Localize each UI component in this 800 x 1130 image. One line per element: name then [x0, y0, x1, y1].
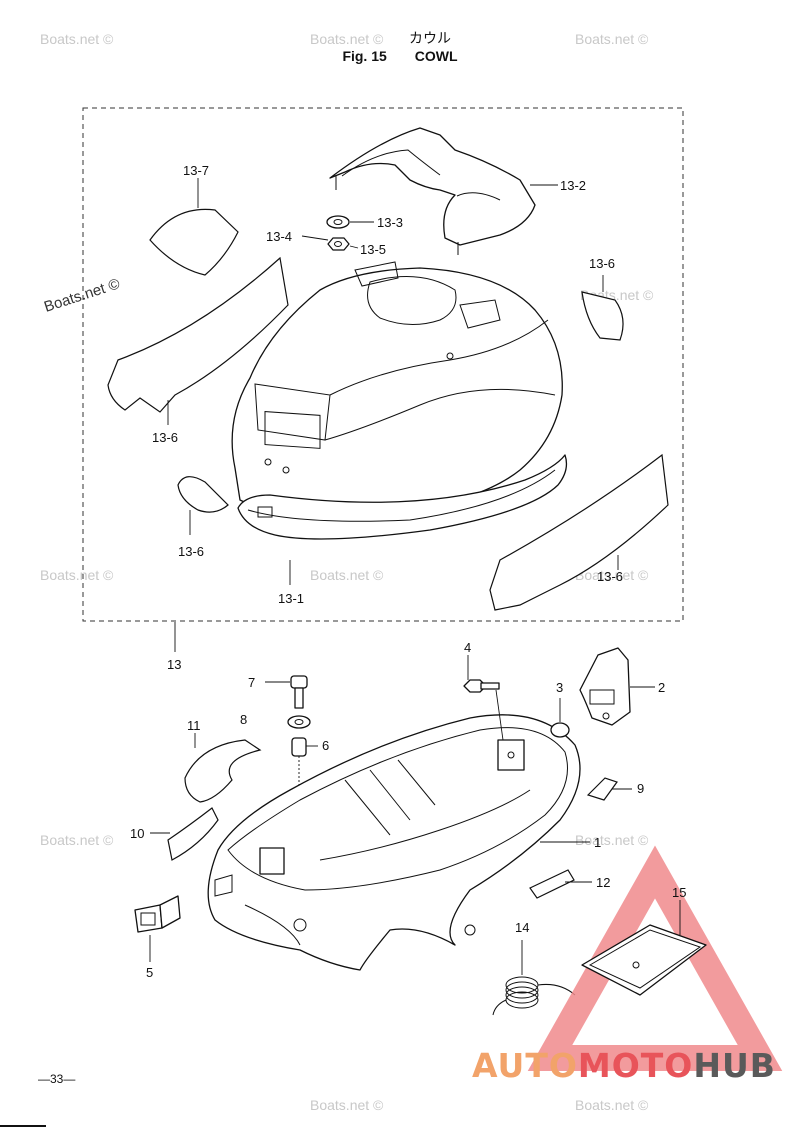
callout-13-6: 13-6 — [589, 256, 615, 271]
callout-8: 8 — [240, 712, 247, 727]
automotohub-logo-text: AUTOMOTOHUB — [472, 1046, 776, 1085]
watermark-dark: Boats.net © — [42, 275, 122, 315]
logo-moto: MOTO — [577, 1046, 694, 1085]
callout-7: 7 — [248, 675, 255, 690]
decal-13-6-bottom-right — [489, 453, 669, 611]
nut-13-5 — [327, 237, 350, 251]
leader-line — [349, 245, 359, 249]
spring-14 — [492, 976, 576, 1016]
leader-line — [301, 235, 329, 241]
logo-auto: AUTO — [472, 1046, 578, 1085]
callout-13-6: 13-6 — [152, 430, 178, 445]
top-cover-part — [329, 127, 536, 255]
callout-5: 5 — [146, 965, 153, 980]
decal-13-6-left — [107, 256, 289, 413]
japanese-title: カウル — [409, 31, 451, 47]
watermark: Boats.net © — [575, 567, 649, 583]
callout-11: 11 — [187, 718, 201, 733]
callout-6: 6 — [322, 738, 329, 753]
callout-13: 13 — [167, 657, 181, 672]
callout-13-5: 13-5 — [360, 242, 386, 257]
watermark: Boats.net © — [40, 31, 114, 47]
watermark: Boats.net © — [310, 31, 384, 47]
latch-2 — [579, 647, 631, 726]
seal-10 — [167, 807, 219, 861]
callout-9: 9 — [637, 781, 644, 796]
callout-10: 10 — [130, 826, 144, 841]
callout-4: 4 — [464, 640, 471, 655]
page-number: —33— — [38, 1072, 76, 1086]
washer-13-3 — [326, 215, 350, 229]
callout-1: 1 — [594, 835, 601, 850]
callout-labels: 13-7 13-2 13-3 13-4 13-5 13-6 13-6 13-6 … — [130, 163, 686, 980]
figure-title: Fig. 15 COWL — [0, 48, 800, 64]
callout-13-1: 13-1 — [278, 591, 304, 606]
callout-13-4: 13-4 — [266, 229, 292, 244]
callout-15: 15 — [672, 885, 686, 900]
watermark: Boats.net © — [310, 567, 384, 583]
bolt-4 — [463, 679, 500, 693]
decal-13-6-small-left — [177, 476, 229, 513]
callout-3: 3 — [556, 680, 563, 695]
bushing-3 — [550, 722, 570, 738]
callout-13-6: 13-6 — [597, 569, 623, 584]
watermark: Boats.net © — [575, 31, 649, 47]
decal-13-7 — [149, 208, 239, 276]
decal-13-6-small-right — [581, 291, 624, 341]
washer-8 — [287, 715, 311, 729]
watermark: Boats.net © — [40, 567, 114, 583]
decal-9 — [586, 777, 618, 801]
washer-8-hole — [294, 719, 304, 725]
collar-6 — [291, 737, 307, 757]
callout-14: 14 — [515, 920, 529, 935]
callout-12: 12 — [596, 875, 610, 890]
leader-line — [495, 689, 504, 741]
seal-13-1 — [237, 454, 568, 540]
callout-13-3: 13-3 — [377, 215, 403, 230]
bolt-7 — [290, 675, 308, 709]
watermark: Boats.net © — [575, 1097, 649, 1113]
logo-hub: HUB — [693, 1046, 776, 1085]
bottom-cowl-part — [207, 714, 581, 971]
rubber-seal-11 — [184, 739, 262, 803]
watermark: Boats.net © — [575, 832, 649, 848]
watermark: Boats.net © — [40, 832, 114, 848]
callout-13-6: 13-6 — [178, 544, 204, 559]
plate-15 — [581, 924, 707, 996]
callout-13-2: 13-2 — [560, 178, 586, 193]
callout-2: 2 — [658, 680, 665, 695]
figure-name: COWL — [414, 48, 458, 64]
watermark: Boats.net © — [310, 1097, 384, 1113]
grommet-5 — [134, 895, 181, 933]
callout-13-7: 13-7 — [183, 163, 209, 178]
assembly-boundary — [82, 107, 684, 622]
decal-12 — [529, 869, 575, 899]
figure-number: Fig. 15 — [342, 48, 387, 64]
